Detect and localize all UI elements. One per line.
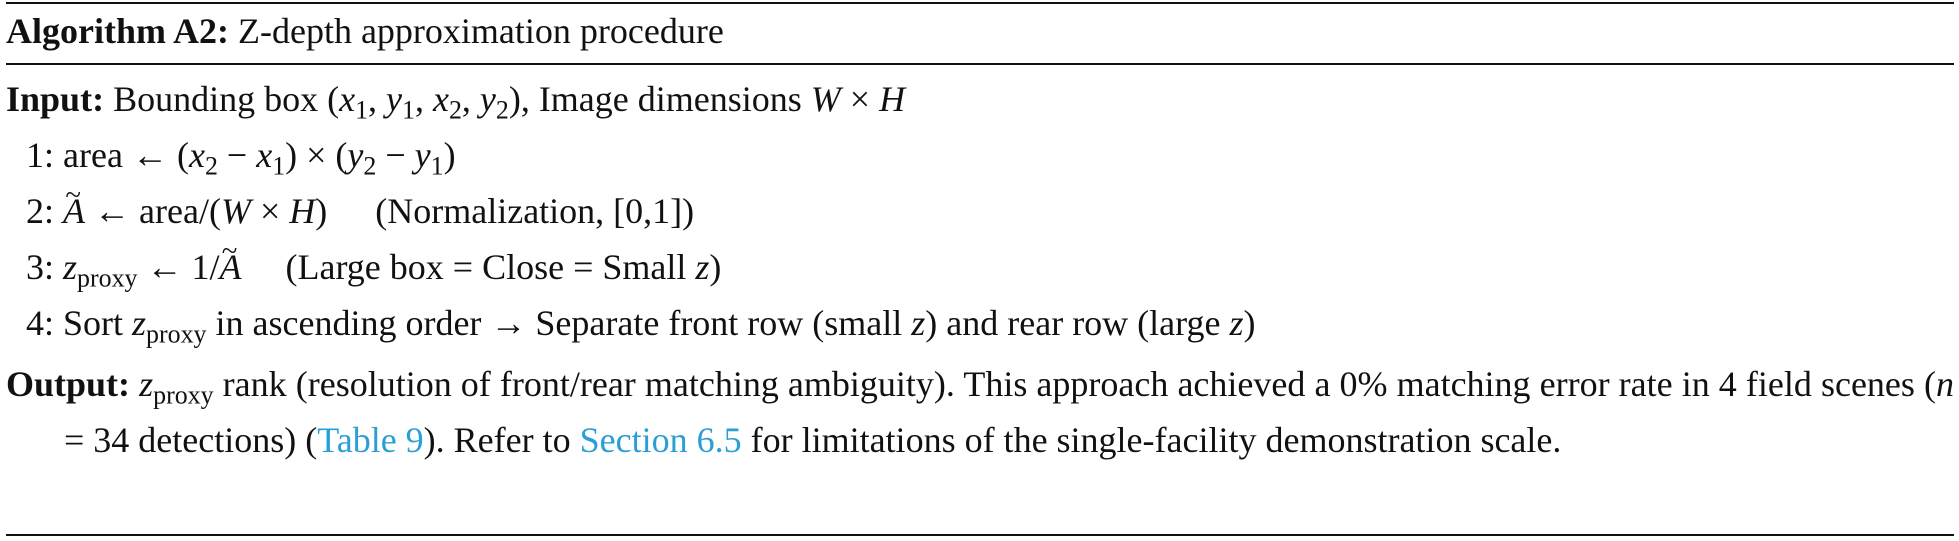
input-label: Input: xyxy=(6,79,105,119)
input-line: Input: Bounding box (x1, y1, x2, y2), Im… xyxy=(6,79,906,125)
step-2: 2: A ← area/(W × H)(Normalization, [0,1]… xyxy=(26,173,695,233)
output-label: Output: xyxy=(6,364,131,404)
step-4-text-b: in ascending order → Separate front row … xyxy=(206,303,912,343)
input-text-b: ), Image dimensions xyxy=(508,79,811,119)
step-1-lhs: area xyxy=(63,135,123,175)
section-6-5-link[interactable]: Section 6.5 xyxy=(579,420,742,460)
step-2-rhs: area/( xyxy=(139,191,221,231)
step-3-note: (Large box = Close = Small xyxy=(285,247,696,287)
algorithm-label: Algorithm A2: xyxy=(6,11,229,51)
step-3-rhs: 1/ xyxy=(191,247,220,287)
output-text-d: for limitations of the single-facility d… xyxy=(741,420,1562,460)
output-text-a: rank (resolution of front/rear matching … xyxy=(213,364,1936,404)
input-text-a: Bounding box ( xyxy=(113,79,340,119)
top-rule xyxy=(6,2,1954,4)
step-3: 3: zproxy ← 1/A(Large box = Close = Smal… xyxy=(26,229,721,291)
header-rule xyxy=(6,63,1954,65)
step-4-text-a: Sort xyxy=(63,303,133,343)
output-text-c: ). Refer to xyxy=(423,420,580,460)
step-4-text-c: ) and rear row (large xyxy=(925,303,1230,343)
step-4: 4: Sort zproxy in ascending order → Sepa… xyxy=(26,303,1256,349)
output-paragraph: Output: zproxy rank (resolution of front… xyxy=(6,364,1954,460)
step-2-number: 2: xyxy=(26,191,55,231)
output-text-b: = 34 detections) ( xyxy=(64,420,318,460)
algorithm-name: Z-depth approximation procedure xyxy=(237,11,724,51)
step-2-note: (Normalization, [0,1]) xyxy=(375,191,695,231)
step-1: 1: area ← (x2 − x1) × (y2 − y1) xyxy=(26,135,456,181)
table-9-link[interactable]: Table 9 xyxy=(317,420,424,460)
step-4-text-d: ) xyxy=(1243,303,1256,343)
step-3-number: 3: xyxy=(26,247,55,287)
bottom-rule xyxy=(6,534,1954,536)
step-4-number: 4: xyxy=(26,303,55,343)
algorithm-title: Algorithm A2: Z-depth approximation proc… xyxy=(6,9,724,53)
step-1-number: 1: xyxy=(26,135,55,175)
